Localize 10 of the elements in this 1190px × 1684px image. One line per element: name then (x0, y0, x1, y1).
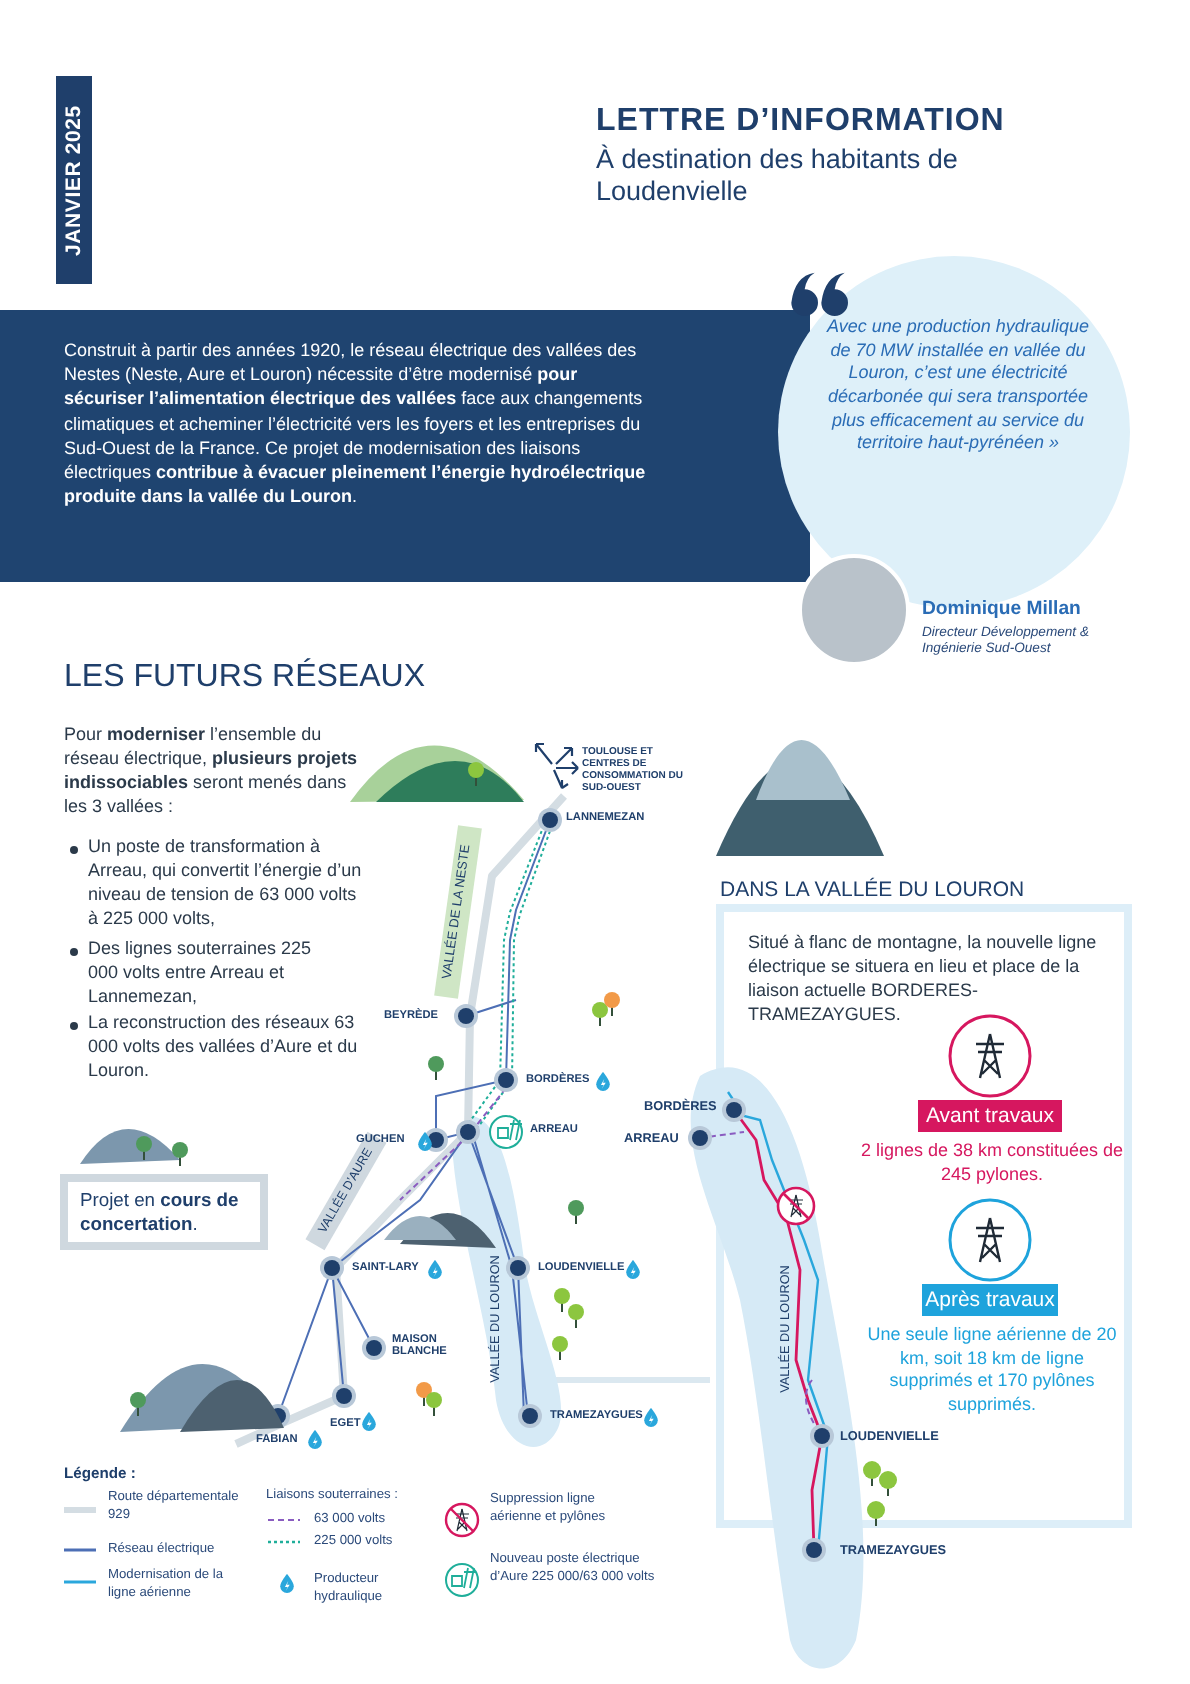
panel-text: Situé à flanc de montagne, la nouvelle ligne électrique se situera en lieu et place de la liaison actuelle BORDERES-TRAMEZAYGUES. (748, 932, 1099, 1027)
bullet-text: Des lignes souterraines 225 000 volts entre Arreau et Lannemezan, (88, 938, 314, 1010)
subtitle: À destination des habitants de Loudenvielle (596, 144, 960, 207)
bullet-text: La reconstruction des réseaux 63 000 volts des vallées d’Aure et du Louron. (88, 1012, 360, 1084)
section-heading: LES FUTURS RÉSEAUX (64, 660, 425, 696)
intro-paragraph: Pour moderniser l’ensemble du réseau électrique, plusieurs projets indissociables seront menés dans les 3 vallées : (64, 724, 360, 819)
title: LETTRE D’INFORMATION (596, 104, 1005, 140)
result-text: 2 lignes de 38 km constituées de 245 pylones. (858, 1140, 1126, 1187)
bullet-text: Un poste de transformation à Arreau, qui convertit l’énergie d’un niveau de tension de 63 000 volts à 225 000 volts, (88, 836, 364, 931)
result-text: Une seule ligne aérienne de 20 km, soit 18 km de ligne supprimés et 170 pylônes supprimés. (865, 1324, 1119, 1418)
